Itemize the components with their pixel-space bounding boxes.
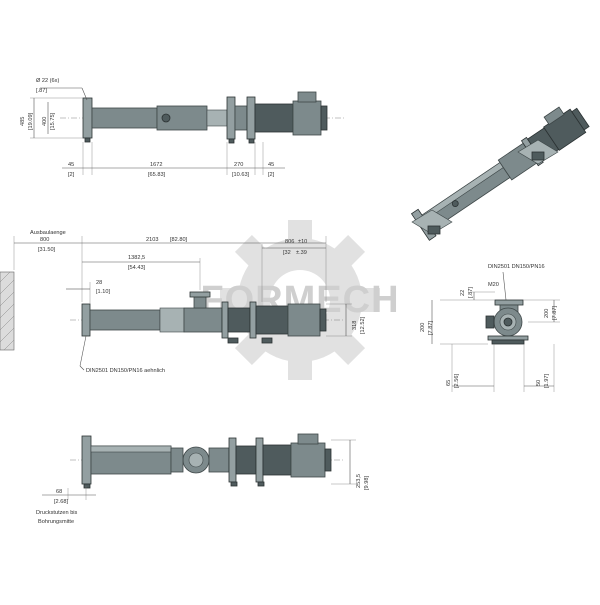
end-dim-65-inch: [2.56]	[454, 374, 460, 388]
total-len-inch: [82.80]	[170, 237, 188, 243]
inlet-offset: 28	[96, 280, 102, 286]
side-height-inch: [12.52]	[360, 316, 366, 334]
bottom-note-1: Druckstutzen bis	[36, 510, 78, 516]
dia-inch: [.87]	[36, 88, 47, 94]
bottom-dim-height: 253,5	[356, 474, 362, 488]
side-flange-note: DIN2501 DN150/PN16 aehnlich	[86, 368, 165, 374]
motor-tol: ±10	[298, 239, 307, 245]
bottom-dim-68: 68	[56, 489, 62, 495]
dim-mid-inch: [10.63]	[232, 172, 250, 178]
side-height: 318	[352, 321, 358, 330]
bottom-dim-height-inch: [9.98]	[364, 476, 370, 490]
end-dim-200-right-inch: [7.87]	[552, 306, 558, 320]
dim-main-inch: [65.83]	[148, 172, 166, 178]
height-inner-inch: [15.75]	[50, 112, 56, 130]
dim-left: 45	[68, 162, 74, 168]
height-outer: 485	[20, 117, 26, 126]
dia-label: Ø 22 (6x)	[36, 78, 59, 84]
end-dim-22: 22	[460, 290, 466, 296]
dim-mid: 270	[234, 162, 243, 168]
port-dist-inch: [54.43]	[128, 265, 146, 271]
end-dim-65: 65	[446, 380, 452, 386]
end-view: DIN2501 DN150/PN16 M20 200 [7.87] 200 [7…	[420, 264, 560, 392]
bottom-view: 68 [2.68] Druckstutzen bis Bohrungsmitte…	[36, 433, 370, 525]
motor-len: 806	[285, 239, 294, 245]
bottom-dim-68-inch: [2.68]	[54, 499, 68, 505]
dim-main: 1672	[150, 162, 162, 168]
dim-right: 45	[268, 162, 274, 168]
end-dim-50-inch: [1.97]	[544, 374, 550, 388]
side-view: Ausbaulaenge 800 [31.50] 2103 [82.80] 13…	[0, 230, 366, 374]
end-dim-200-left: 200	[420, 323, 426, 332]
motor-len-inch: [32	[283, 250, 291, 256]
port-dist: 1382,5	[128, 255, 145, 261]
end-dim-50: 50	[536, 380, 542, 386]
end-dim-200-right: 200	[544, 309, 550, 318]
inlet-offset-inch: [1.10]	[96, 289, 110, 295]
end-flange-note: DIN2501 DN150/PN16	[488, 264, 545, 270]
total-len: 2103	[146, 237, 158, 243]
end-thread: M20	[488, 282, 499, 288]
install-label: Ausbaulaenge	[30, 230, 66, 236]
install-len-inch: [31.50]	[38, 247, 56, 253]
end-dim-22-inch: [.87]	[468, 287, 474, 298]
dim-right-inch: [2]	[268, 172, 275, 178]
motor-tol-inch: ±.39	[296, 250, 307, 256]
install-len: 800	[40, 237, 49, 243]
height-inner: 400	[42, 117, 48, 126]
end-dim-200-left-inch: [7.87]	[428, 321, 434, 335]
dim-left-inch: [2]	[68, 172, 75, 178]
bottom-note-2: Bohrungsmitte	[38, 519, 74, 525]
isometric-view	[410, 106, 590, 241]
height-outer-inch: [19.09]	[28, 112, 34, 130]
top-view: Ø 22 (6x) [.87] 485 [19.09] 400 [15.75] …	[20, 78, 345, 178]
